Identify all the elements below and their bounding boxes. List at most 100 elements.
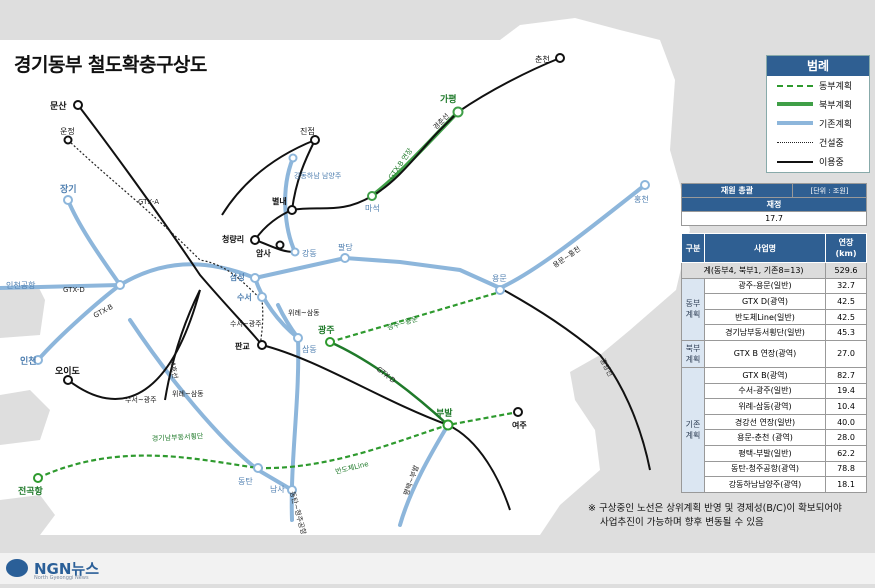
label-paldang: 팔당 — [338, 242, 353, 252]
station-gtxd-west[interactable] — [115, 280, 125, 290]
budget-unit: [단위 : 조원] — [792, 183, 867, 198]
station-munsan[interactable] — [73, 100, 83, 110]
label-gangdong: 강동 — [302, 248, 317, 258]
station-gwangju[interactable] — [325, 337, 335, 347]
label-samseong: 삼성 — [230, 272, 245, 282]
station-incheon[interactable] — [33, 355, 43, 365]
budget-header: 재원 총괄 — [681, 183, 793, 198]
table-row: 경강선 연장(일반) 40.0 — [682, 413, 867, 431]
footnote-line-2: 사업추진이 가능하며 향후 변동될 수 있음 — [600, 517, 764, 528]
label-jinjeop: 진접 — [300, 126, 315, 136]
table-row: 동부 계획 광주-용문(일반) 32.7 — [681, 277, 867, 341]
label-chuncheon: 춘천 — [535, 54, 550, 64]
table-row: 평택-부발(일반) 62.2 — [682, 444, 867, 462]
land-area — [0, 18, 690, 535]
label-namsa: 남사 — [270, 485, 285, 494]
line-janggi — [66, 198, 122, 287]
budget-table: 재원 총괄 [단위 : 조원] 재정 17.7 — [681, 183, 867, 226]
budget-value: 17.7 — [681, 211, 867, 226]
line-gtx-a — [67, 139, 264, 346]
cell-length: 19.4 — [825, 382, 867, 400]
station-yongmun[interactable] — [495, 285, 505, 295]
station-cheongnyangni[interactable] — [250, 235, 260, 245]
table-row: 용문-춘천 (광역) 28.0 — [682, 429, 867, 446]
label-cheongnyangni: 청량리 — [222, 234, 244, 244]
label-janggi: 장기 — [60, 183, 77, 195]
label-gwangju: 광주 — [318, 324, 335, 336]
legend-label: 동부계획 — [819, 82, 853, 92]
station-chuncheon[interactable] — [555, 53, 565, 63]
label-gyeonggi-namsa: 경기남부동서횡단 — [152, 431, 204, 443]
station-jeongokhang[interactable] — [33, 473, 43, 483]
cell-project: 위례-삼동(광역) — [704, 398, 826, 415]
legend-label: 기존계획 — [819, 120, 853, 130]
station-masuk[interactable] — [367, 191, 377, 201]
station-bubal[interactable] — [442, 419, 454, 431]
line-oido — [67, 289, 201, 401]
cell-project: GTX B 연장(광역) — [704, 339, 826, 368]
station-gangdong[interactable] — [290, 247, 300, 257]
line-jungang — [499, 287, 651, 471]
station-samseong[interactable] — [250, 273, 260, 283]
station-unjeong[interactable] — [63, 135, 73, 145]
cell-project: GTX D(광역) — [704, 293, 826, 310]
label-suseo-gwangju-south: 수서~광주 — [125, 395, 157, 404]
cell-length: 78.8 — [825, 460, 867, 478]
line-pyeongtaek-bubal — [398, 423, 450, 527]
legend-item-construction: 건설중 — [767, 133, 869, 152]
cell-project: 반도체Line(일반) — [704, 308, 826, 326]
station-yeoju[interactable] — [513, 407, 523, 417]
label-hongcheon: 홍천 — [634, 194, 649, 204]
label-suseo: 수서 — [237, 292, 252, 302]
cell-project: GTX B(광역) — [704, 366, 826, 384]
table-row: 북부 계획 GTX B 연장(광역) 27.0 — [681, 339, 867, 368]
cell-length: 45.3 — [825, 324, 867, 341]
label-jeongokhang: 전곡항 — [18, 485, 44, 497]
coast-notch — [0, 495, 55, 535]
station-dongtan[interactable] — [253, 463, 263, 473]
legend-item-east-plan: 동부계획 — [767, 76, 869, 95]
station-pangyo[interactable] — [257, 340, 267, 350]
cell-project: 평택-부발(일반) — [704, 444, 826, 462]
construction-lines — [67, 139, 264, 346]
line-jinjeop — [291, 139, 316, 211]
station-suseo[interactable] — [257, 292, 267, 302]
cell-length: 42.5 — [825, 293, 867, 310]
station-namsa[interactable] — [287, 485, 297, 495]
table-row: 기존 계획 GTX B(광역) 82.7 — [681, 366, 867, 493]
label-jungang: 중앙선 — [598, 357, 615, 378]
footer-bar — [0, 553, 875, 584]
label-munsan: 문산 — [50, 100, 67, 112]
header-length: 연장 (km) — [825, 233, 867, 263]
line-4 — [164, 289, 201, 401]
table-row: GTX D(광역) 42.5 — [682, 293, 867, 310]
table-row: 경기남부동서횡단(일반) 45.3 — [682, 324, 867, 341]
cell-project: 강동하남남양주(광역) — [704, 476, 826, 493]
line-gangdong-hanam — [283, 156, 297, 254]
station-byeollae[interactable] — [287, 205, 297, 215]
table-row-total: 계(동부4, 북부1, 기존8=13) 529.6 — [681, 262, 867, 279]
label-suseo-gwangju-map: 수서~광주 — [230, 319, 262, 328]
station-gapyeong[interactable] — [452, 106, 464, 118]
table-row: 동탄-청주공항(광역) 78.8 — [682, 460, 867, 478]
label-samdong: 삼동 — [302, 344, 317, 354]
station-oido[interactable] — [63, 375, 73, 385]
legend-title: 범례 — [767, 56, 869, 76]
coast-notch — [0, 390, 50, 445]
station-gangdong-hanam[interactable] — [288, 153, 298, 163]
cell-project: 용문-춘천 (광역) — [704, 429, 826, 446]
footer-logo[interactable]: NGN뉴스 — [34, 560, 100, 578]
label-amsa: 암사 — [256, 248, 271, 258]
footer-sub: North Gyeonggi News — [34, 575, 89, 581]
cell-length: 18.1 — [825, 476, 867, 493]
station-hongcheon[interactable] — [640, 180, 650, 190]
station-samdong[interactable] — [293, 333, 303, 343]
station-amsa[interactable] — [275, 240, 285, 250]
station-jinjeop[interactable] — [310, 135, 320, 145]
legend-item-in-use: 이용중 — [767, 152, 869, 171]
station-janggi[interactable] — [63, 195, 73, 205]
label-masuk: 마석 — [365, 203, 380, 213]
label-incheon-airport: 인천공항 — [6, 280, 36, 290]
station-paldang[interactable] — [340, 253, 350, 263]
